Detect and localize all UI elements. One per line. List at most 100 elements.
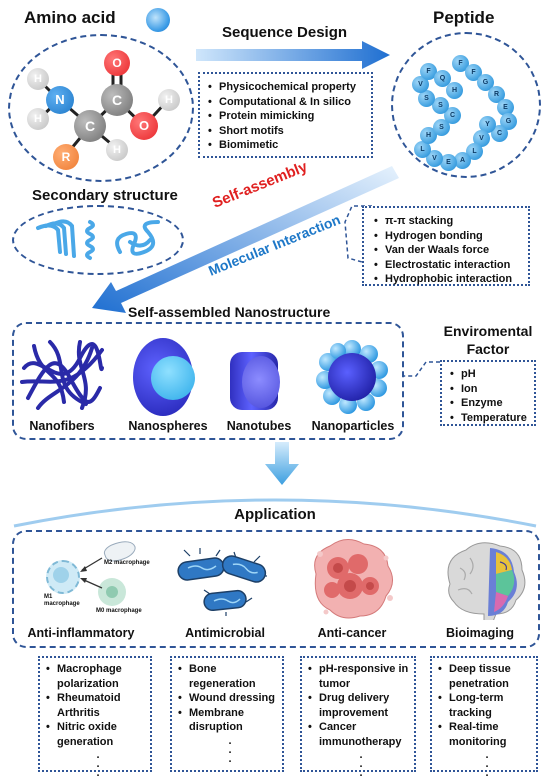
detail-list: pH-responsive in tumor Drug delivery imp… — [308, 662, 414, 749]
environmental-title-line1: Enviromental — [443, 323, 533, 339]
oxygen-atom-double: O — [104, 50, 130, 76]
alpha-carbon-atom: C — [74, 110, 106, 142]
detail-item: Wound dressing — [178, 691, 282, 706]
sequence-design-item: Biomimetic — [208, 138, 371, 153]
environmental-box: pH Ion Enzyme Temperature — [440, 360, 536, 426]
peptide-ellipse — [391, 32, 541, 178]
application-title: Application — [234, 506, 316, 523]
peptide-residue: L — [466, 143, 483, 160]
ellipsis: ... — [359, 749, 363, 779]
application-category: Bioimaging — [445, 626, 515, 640]
sequence-design-item: Physicochemical property — [208, 80, 371, 95]
detail-item: Nitric oxide generation — [46, 720, 150, 749]
m1-label-line2: macrophage — [44, 601, 80, 607]
bacteria-icon — [177, 548, 267, 616]
blue-sphere-icon — [146, 8, 170, 32]
application-arc — [13, 498, 537, 528]
peptide-residue: E — [497, 99, 514, 116]
nanostructure-label: Nanofibers — [29, 419, 95, 433]
peptide-residue: F — [452, 55, 469, 72]
detail-item: Cancer immunotherapy — [308, 720, 414, 749]
ellipsis: ... — [96, 749, 100, 779]
brain-icon — [447, 542, 526, 620]
cancer-cell-icon — [314, 539, 393, 619]
detail-box-antimicrobial: Bone regeneration Wound dressing Membran… — [170, 656, 284, 772]
peptide-residue: G — [477, 74, 494, 91]
down-arrow — [265, 442, 299, 485]
sequence-design-list: Physicochemical property Computational &… — [208, 80, 371, 153]
interaction-item: Van der Waals force — [374, 243, 528, 258]
detail-item: pH-responsive in tumor — [308, 662, 414, 691]
ellipsis: ... — [485, 749, 489, 779]
detail-item: Macrophage polarization — [46, 662, 150, 691]
ellipsis: ... — [228, 734, 232, 765]
environmental-item: pH — [450, 367, 534, 382]
nanofibers-icon — [20, 340, 104, 410]
detail-item: Rheumatoid Arthritis — [46, 691, 150, 720]
secondary-structure-ellipse — [12, 205, 184, 275]
interaction-item: π-π stacking — [374, 214, 528, 229]
environmental-list: pH Ion Enzyme Temperature — [450, 367, 534, 425]
nanospheres-icon — [133, 338, 199, 418]
environmental-title: Enviromental Factor — [432, 322, 544, 358]
peptide-residue: S — [418, 90, 435, 107]
peptide-residue: V — [412, 76, 429, 93]
nanotubes-icon — [226, 350, 286, 414]
detail-box-bioimaging: Deep tissue penetration Long-term tracki… — [430, 656, 538, 779]
secondary-structure-title: Secondary structure — [32, 187, 178, 204]
nanostructure-label: Nanospheres — [128, 419, 208, 433]
sequence-design-arrow — [196, 41, 390, 69]
macrophage-icon: M2 macrophage M1 macrophage M0 macrophag… — [40, 536, 160, 620]
application-box — [12, 530, 540, 648]
peptide-residue: R — [488, 86, 505, 103]
amino-acid-title: Amino acid — [24, 8, 116, 27]
detail-item: Deep tissue penetration — [438, 662, 536, 691]
hydrogen-atom-hydroxyl: H — [158, 89, 180, 111]
application-category: Anti-cancer — [317, 626, 387, 640]
peptide-residue: F — [420, 63, 437, 80]
r-group-atom: R — [53, 144, 79, 170]
interaction-list: π-π stacking Hydrogen bonding Van der Wa… — [374, 214, 528, 287]
carboxyl-carbon-atom: C — [101, 84, 133, 116]
detail-list: Bone regeneration Wound dressing Membran… — [178, 662, 282, 735]
peptide-title: Peptide — [433, 8, 495, 27]
peptide-residue: Q — [434, 70, 451, 87]
m1-label-line1: M1 — [44, 594, 53, 600]
secondary-structure-icons — [36, 219, 160, 260]
interaction-item: Hydrogen bonding — [374, 229, 528, 244]
peptide-residue: C — [444, 107, 461, 124]
detail-list: Deep tissue penetration Long-term tracki… — [438, 662, 536, 749]
amino-acid-ellipse — [8, 34, 194, 182]
detail-item: Drug delivery improvement — [308, 691, 414, 720]
m0-macrophage-label: M0 macrophage — [96, 608, 142, 614]
application-category: Anti-inflammatory — [27, 626, 135, 640]
application-category: Antimicrobial — [185, 626, 265, 640]
detail-list: Macrophage polarization Rheumatoid Arthr… — [46, 662, 150, 749]
sequence-design-label: Sequence Design — [222, 24, 348, 41]
environmental-item: Enzyme — [450, 396, 534, 411]
environmental-connector — [404, 361, 440, 377]
peptide-residue: L — [414, 141, 431, 158]
sequence-design-item: Short motifs — [208, 124, 371, 139]
interaction-item: Electrostatic interaction — [374, 258, 528, 273]
hydrogen-atom-alpha: H — [106, 139, 128, 161]
peptide-residue: V — [473, 130, 490, 147]
nitrogen-atom: N — [46, 86, 74, 114]
interaction-item: Hydrophobic interaction — [374, 272, 528, 287]
environmental-title-line2: Factor — [466, 341, 510, 357]
nanostructure-title: Self-assembled Nanostructure — [128, 304, 331, 320]
detail-item: Membrane disruption — [178, 706, 282, 735]
peptide-residue: C — [491, 125, 508, 142]
nanostructure-label: Nanoparticles — [311, 419, 395, 433]
peptide-residue: V — [426, 150, 443, 167]
nanostructure-box — [12, 322, 404, 440]
peptide-residue: S — [432, 97, 449, 114]
peptide-residue: H — [420, 127, 437, 144]
detail-box-anti-inflammatory: Macrophage polarization Rheumatoid Arthr… — [38, 656, 152, 779]
hydrogen-atom-bottom: H — [27, 108, 49, 130]
peptide-residue: Y — [479, 116, 496, 133]
sequence-design-box: Physicochemical property Computational &… — [198, 72, 373, 158]
m1-macrophage-label: M1 macrophage — [44, 594, 80, 608]
sequence-design-item: Computational & In silico — [208, 95, 371, 110]
peptide-residue: A — [454, 152, 471, 169]
